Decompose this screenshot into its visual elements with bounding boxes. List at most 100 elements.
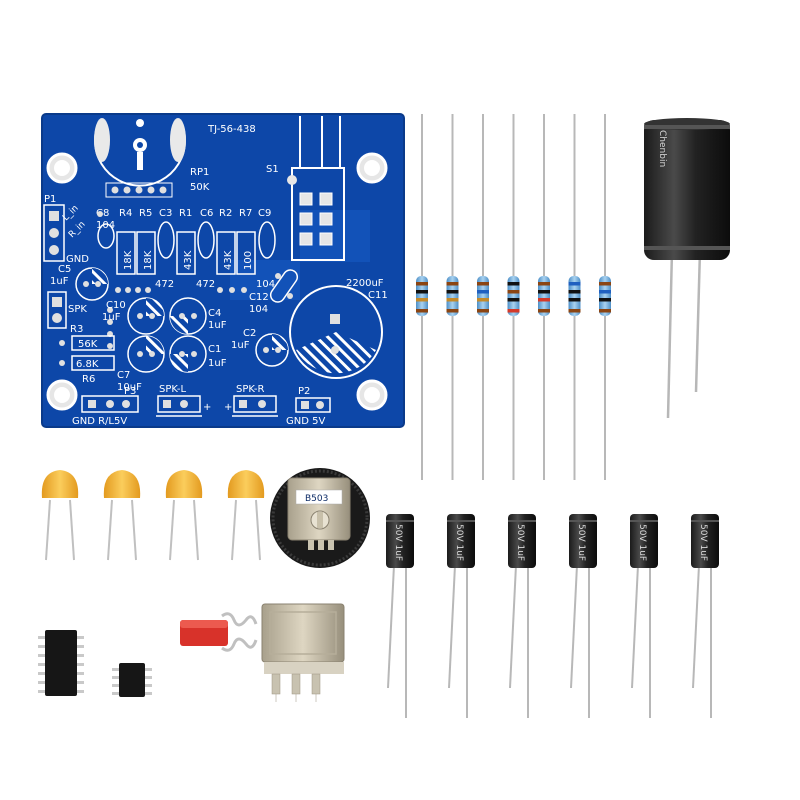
small-cap-marking: 50V 1uF [393, 524, 403, 561]
r6-value: 6.8K [76, 359, 99, 370]
c6-label: C6 [200, 208, 213, 219]
c1-value: 1uF [208, 358, 227, 369]
c1-label: C1 [208, 344, 221, 355]
p3-label: P3 [124, 386, 136, 397]
pad-rows [97, 211, 247, 349]
c2-value: 1uF [231, 340, 250, 351]
ceramic-capacitor-icon [165, 470, 203, 561]
resistor-icon [477, 114, 489, 480]
electrolytic-capacitor-icon: 50V 1uF [569, 514, 597, 718]
p2-pins-label: GND 5V [286, 416, 325, 427]
header-p3 [81, 395, 139, 413]
r7-label: R7 [239, 208, 252, 219]
c2-label: C2 [243, 328, 256, 339]
c5-label: C5 [58, 264, 71, 275]
r5-value: 18K [143, 250, 154, 270]
c12-label: C12 [249, 292, 269, 303]
p3-pins-label: GND R/L5V [72, 416, 127, 427]
c2-footprint [255, 333, 289, 367]
switch-label: S1 [266, 164, 279, 175]
c12-value: 104 [249, 304, 268, 315]
c10-label: C10 [106, 300, 126, 311]
c11-footprint [289, 285, 383, 379]
c7-label: C7 [117, 370, 130, 381]
electrolytic-capacitor-icon: 50V 1uF [386, 514, 414, 718]
electrolytic-capacitor-icon: 50V 1uF [447, 514, 475, 718]
c5-footprint [75, 267, 109, 301]
resistor-footprints [97, 221, 276, 275]
pot-value: 50K [190, 182, 210, 193]
pcb-board: TJ-56-438 RP1 50K S1 P1 L_in R_in GND C8 [41, 113, 405, 428]
resistor-icon [416, 114, 428, 480]
resistor-icon [599, 114, 611, 480]
r4-label: R4 [119, 208, 132, 219]
pot-footprint [94, 118, 186, 198]
ceramic-capacitor-icon [227, 470, 265, 561]
pot-label: RP1 [190, 167, 209, 178]
header-spk-l [156, 395, 202, 417]
ic-chip-soic16 [38, 630, 84, 696]
potentiometer: B503 [270, 468, 370, 568]
r2-label: R2 [219, 208, 232, 219]
small-cap-marking: 50V 1uF [454, 524, 464, 561]
switch-footprint [287, 116, 345, 261]
resistor-icon [568, 114, 581, 480]
c7-value: 10uF [117, 382, 142, 393]
spk-l-label: SPK-L [159, 384, 186, 395]
header-spk [47, 291, 67, 329]
small-cap-marking: 50V 1uF [637, 524, 647, 561]
c3-label: C3 [159, 208, 172, 219]
p2-label: P2 [298, 386, 310, 397]
c10-value: 1uF [102, 312, 121, 323]
c4-label: C4 [208, 308, 221, 319]
ceramic-capacitors [41, 470, 265, 561]
resistors [416, 114, 611, 480]
c12-footprint [269, 269, 299, 303]
electrolytic-capacitor-large: Chenbin [644, 118, 730, 419]
mounting-hole [46, 152, 78, 184]
c8-value: 104 [96, 220, 115, 231]
r6-label: R6 [82, 374, 95, 385]
big-cap-brand: Chenbin [657, 130, 667, 167]
header-p2 [295, 397, 331, 413]
spk-l-plus: + [203, 402, 211, 413]
r1-value: 43K [183, 250, 194, 270]
push-switch [180, 603, 345, 702]
c11-value: 2200uF [346, 278, 384, 289]
mounting-hole [356, 152, 388, 184]
small-cap-marking: 50V 1uF [515, 524, 525, 561]
c11-label: C11 [368, 290, 388, 301]
p1-label: P1 [44, 194, 56, 205]
c9-label: C9 [258, 208, 271, 219]
resistor-icon [507, 114, 520, 480]
r3-label: R3 [70, 324, 83, 335]
c6-value: 472 [196, 279, 215, 290]
c4-value: 1uF [208, 320, 227, 331]
mounting-hole [356, 379, 388, 411]
header-p1 [43, 204, 65, 262]
spk-r-plus: + [224, 402, 232, 413]
c5-value: 1uF [50, 276, 69, 287]
r4-value: 18K [123, 250, 134, 270]
r5-label: R5 [139, 208, 152, 219]
small-cap-marking: 50V 1uF [576, 524, 586, 561]
r2-value: 43K [223, 250, 234, 270]
c3-value: 472 [155, 279, 174, 290]
resistor-icon [446, 114, 459, 480]
c9-value: 104 [256, 279, 275, 290]
cap-footprints [127, 297, 207, 373]
board-model: TJ-56-438 [207, 124, 256, 135]
r1-label: R1 [179, 208, 192, 219]
mounting-hole [46, 379, 78, 411]
electrolytic-capacitor-icon: 50V 1uF [508, 514, 536, 718]
ceramic-capacitor-icon [103, 470, 141, 561]
ic-chip-soic8 [112, 663, 152, 697]
spk-r-label: SPK-R [236, 384, 264, 395]
pot-marking: B503 [305, 494, 328, 504]
electrolytic-capacitor-icon: 50V 1uF [630, 514, 658, 718]
spk-label: SPK [68, 304, 87, 315]
gnd-top-label: GND [66, 254, 89, 265]
r7-value: 100 [243, 251, 254, 270]
